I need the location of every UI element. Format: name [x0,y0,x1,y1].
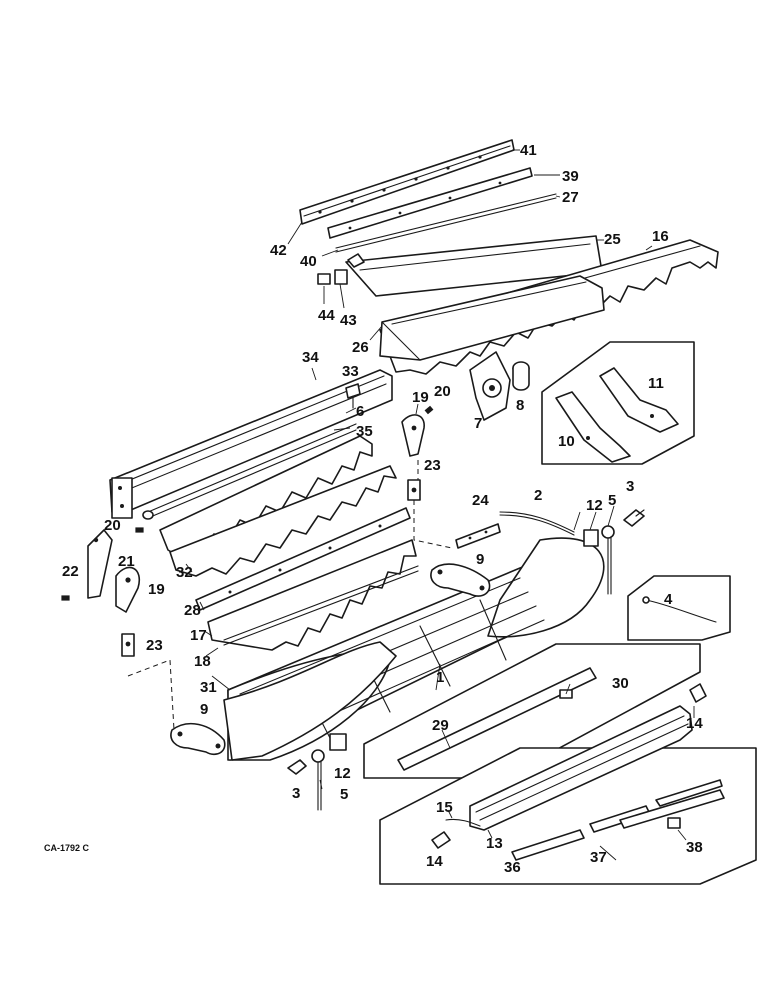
part-32-rake [169,465,397,577]
callout-19-lower: 19 [148,581,165,598]
callout-9-upper: 9 [476,551,484,568]
callout-29: 29 [432,717,449,734]
part-26-panel [379,275,605,361]
part-41-strip [299,139,515,225]
callout-32: 32 [176,564,193,581]
callout-39: 39 [562,168,579,185]
callout-17: 17 [190,627,207,644]
callout-34: 34 [302,349,319,366]
callout-22: 22 [62,563,79,580]
part-27-rod [335,193,557,253]
callout-10: 10 [558,433,575,450]
callout-5-upper: 5 [608,492,616,509]
callout-44: 44 [318,307,335,324]
part-40-clip [347,253,365,268]
callout-15: 15 [436,799,453,816]
callout-35: 35 [356,423,373,440]
part-33-bolt [345,383,361,409]
part-28-strip [195,507,411,611]
drawing-code: CA-1792 C [44,843,90,853]
callout-12-lower: 12 [334,765,351,782]
part-9b-lever [170,722,226,756]
part-3b-bolt [287,759,307,775]
callout-6: 6 [356,403,364,420]
part-39-strip [327,167,533,239]
part-15-spring [445,818,481,827]
part-5b-eyebolt [311,749,325,811]
callout-11: 11 [648,375,664,392]
part-3a-bolt [623,509,645,527]
callout-41: 41 [520,142,537,159]
alignment-line-b [127,659,175,731]
part-19b-arm [115,566,141,613]
part-23b-link [121,633,135,657]
callout-20-lower: 20 [104,517,121,534]
callout-24: 24 [472,492,489,509]
callout-16: 16 [652,228,669,245]
callout-23-upper: 23 [424,457,441,474]
part-31-wall [223,641,397,761]
part-18-rod [223,565,419,646]
callout-3-lower: 3 [292,785,300,802]
callout-37: 37 [590,849,607,866]
part-8-bushing [512,361,530,391]
part-43-44-brackets [317,269,348,285]
callout-36: 36 [504,859,521,876]
callout-23-lower: 23 [146,637,163,654]
callout-42: 42 [270,242,287,259]
part-19a-arm [401,414,425,457]
callout-8: 8 [516,397,524,414]
callout-1: 1 [436,669,444,686]
part-2-rod [499,511,575,536]
callout-40: 40 [300,253,317,270]
callout-28: 28 [184,602,201,619]
callout-7: 7 [474,415,482,432]
callout-20-upper: 20 [434,383,451,400]
callout-3-upper: 3 [626,478,634,495]
callout-30: 30 [612,675,629,692]
leader-lines [185,149,695,861]
part-12a-bracket [583,529,599,547]
callout-13: 13 [486,835,503,852]
callout-43: 43 [340,312,357,329]
callout-9-lower: 9 [200,701,208,718]
callout-4: 4 [664,591,673,608]
part-9a-lever [430,563,491,597]
inset-box-10-11 [541,341,695,465]
callout-18: 18 [194,653,211,670]
part-20a-pin [424,405,434,415]
callout-14-upper: 14 [686,715,703,732]
callout-31: 31 [200,679,217,696]
part-17-rake [207,539,417,651]
part-12b-bracket [329,733,347,751]
part-21-arm [87,529,113,599]
callout-38: 38 [686,839,703,856]
callout-21: 21 [118,553,135,570]
callout-2: 2 [534,487,542,504]
callout-labels: 41 39 27 25 16 42 40 44 43 26 34 33 6 35… [62,142,703,876]
alignment-line-a [413,500,453,549]
lower-right-panel [379,683,757,885]
part-22-pin [61,595,70,601]
callout-25: 25 [604,231,621,248]
callout-5-lower: 5 [340,786,348,803]
part-20b-pin [135,527,144,533]
part-34-beam [109,369,393,519]
callout-26: 26 [352,339,369,356]
callout-33: 33 [342,363,359,380]
callout-27: 27 [562,189,579,206]
part-23a-link [407,479,421,501]
callout-19-upper: 19 [412,389,429,406]
callout-12-upper: 12 [586,497,603,514]
inset-box-4 [627,575,731,641]
part-24-plate [455,523,501,549]
part-6-rod [142,423,357,520]
callout-14-lower: 14 [426,853,443,870]
part-7-bearing [469,351,511,421]
